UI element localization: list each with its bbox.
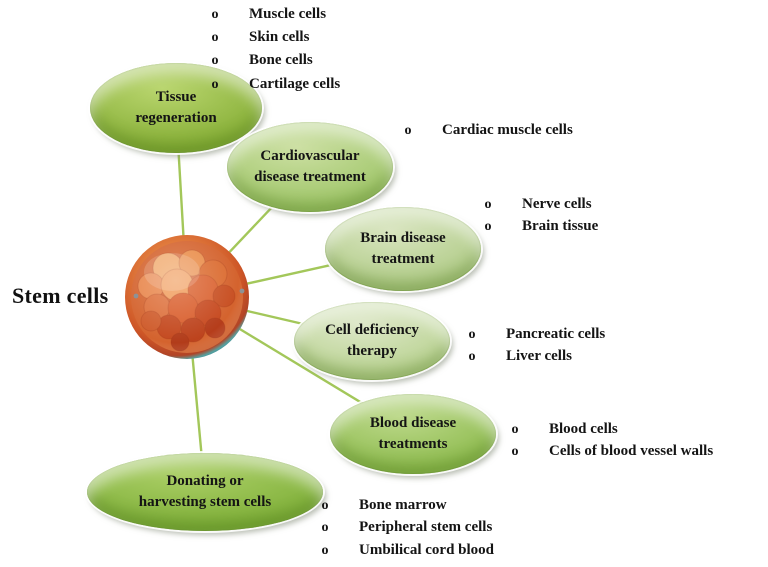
circle-bullet-icon: o bbox=[404, 123, 412, 138]
circle-bullet-icon: o bbox=[468, 349, 476, 365]
circle-bullet-icon: o bbox=[484, 197, 492, 212]
circle-bullet-icon: o bbox=[211, 76, 219, 92]
stem-cell-image bbox=[124, 234, 251, 366]
circle-bullet-icon: o bbox=[511, 444, 519, 460]
circle-bullet-icon: o bbox=[511, 422, 519, 437]
circle-bullet-icon: o bbox=[211, 30, 219, 46]
center-label-stem-cells: Stem cells bbox=[12, 283, 109, 308]
circle-bullet-icon: o bbox=[321, 542, 329, 558]
circle-bullet-icon: o bbox=[321, 520, 329, 536]
circle-bullet-icon: o bbox=[211, 7, 219, 22]
circle-bullet-icon: o bbox=[211, 53, 219, 69]
circle-bullet-icon: o bbox=[321, 498, 329, 513]
circle-bullet-icon: o bbox=[468, 327, 476, 342]
circle-bullet-icon: o bbox=[484, 219, 492, 235]
